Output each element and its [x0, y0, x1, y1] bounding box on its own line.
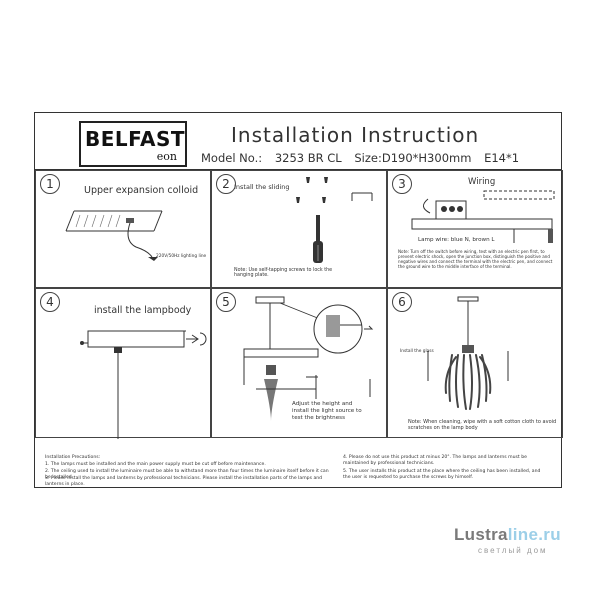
step-1-panel: 1 Upper expansion colloid 220V/50Hz ligh…: [35, 170, 211, 288]
ceiling-expansion-illustration: [65, 210, 163, 261]
step-caption: Adjust the height and install the light …: [292, 401, 362, 421]
line-label: 220V/50Hz lighting line: [156, 254, 207, 259]
step-number: 2: [216, 174, 236, 194]
model-line: Model No.: 3253 BR CL Size:D190*H300mm E…: [201, 151, 528, 165]
step-4-panel: 4 install the lampbody: [35, 288, 211, 439]
watermark-sub: светлый дом: [478, 546, 548, 555]
bulb-value: E14*1: [484, 151, 520, 165]
step-caption: Install the sliding: [234, 183, 290, 191]
height-adjust-illustration: [243, 296, 374, 421]
wire-label: Lamp wire: blue N, brown L: [418, 237, 495, 243]
step-caption: Wiring: [468, 177, 496, 187]
logo-brand: BELFAST: [85, 127, 186, 151]
step-number: 3: [392, 174, 412, 194]
step-2-panel: 2 Install the sliding Note: Use self-tap…: [211, 170, 387, 288]
model-value: 3253 BR CL: [274, 151, 342, 165]
brand-logo: BELFAST eon: [79, 121, 187, 167]
glass-install-illustration: [427, 296, 509, 410]
header-divider: [35, 169, 561, 170]
size-value: Size:D190*H300mm: [354, 151, 472, 165]
sliding-plate-illustration: [296, 177, 373, 263]
precaution-1: 1. The lamps must be installed and the m…: [45, 462, 266, 467]
step-number: 4: [40, 292, 60, 312]
step-number: 5: [216, 292, 236, 312]
step-note: Note: When cleaning, wipe with a soft co…: [408, 419, 557, 432]
step-number: 6: [392, 292, 412, 312]
step-3-panel: 3 Wiring Lamp wire: blue N, brown L Note…: [387, 170, 563, 288]
precaution-4: 4. Please do not use this product at min…: [343, 455, 527, 467]
watermark-logo: Lustraline.ru: [454, 525, 561, 545]
model-label: Model No.:: [201, 151, 263, 165]
precaution-5: 5. The user installs this product at the…: [343, 469, 541, 481]
step-caption: Upper expansion colloid: [84, 185, 199, 196]
lampbody-illustration: [80, 330, 207, 439]
step-caption: Install the glass: [400, 349, 434, 354]
instruction-sheet: BELFAST eon Installation Instruction Mod…: [34, 112, 563, 488]
step-5-panel: 5 Adjust the height and install the ligh…: [211, 288, 387, 438]
watermark-part2: line.ru: [507, 525, 561, 544]
watermark-part1: Lustra: [454, 525, 508, 544]
step-note: Note: Turn off the switch before wiring,…: [398, 249, 553, 269]
step-caption: install the lampbody: [94, 305, 192, 316]
precaution-2: 2. The ceiling used to install the lumin…: [45, 469, 329, 481]
wiring-illustration: [411, 190, 555, 243]
logo-sub: eon: [156, 150, 177, 163]
step-note: Note: Use self-tapping screws to lock th…: [234, 268, 333, 279]
step-6-panel: 6 Install the glass Note: When cleaning,…: [387, 288, 563, 438]
precaution-3: 3. Please install the lamps and lanterns…: [45, 476, 323, 488]
precautions-heading: Installation Precautions:: [45, 455, 101, 460]
page-title: Installation Instruction: [231, 123, 480, 147]
step-number: 1: [40, 174, 60, 194]
